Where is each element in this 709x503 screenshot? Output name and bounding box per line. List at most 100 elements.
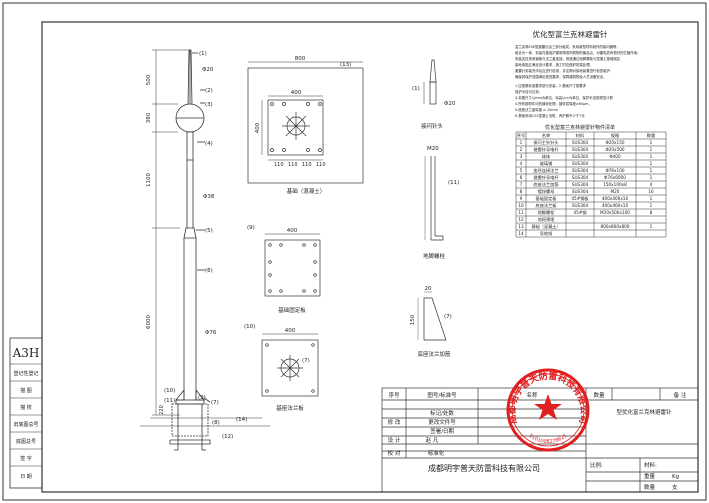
- svg-text:5.底座法兰盘厚度 ≥ 10mm: 5.底座法兰盘厚度 ≥ 10mm: [515, 107, 559, 112]
- fix-num: (9): [247, 225, 255, 231]
- bom-cell: Φ76x100: [605, 168, 624, 173]
- svg-text:安装支柱采用钢管与法兰盘连接，底座通过地脚螺栓与混凝土基础固: 安装支柱采用钢管与法兰盘连接，底座通过地脚螺栓与混凝土基础固定，: [515, 56, 624, 61]
- tb-ratio: 比例:: [590, 461, 603, 469]
- bom-cell: 1: [650, 161, 653, 166]
- cap-foundation: 基础（混凝土）: [287, 187, 326, 195]
- svg-text:保护半径可达到，: 保护半径可达到，: [515, 89, 542, 94]
- tip-phi20: Φ20: [444, 101, 456, 107]
- svg-text:6.基础采用C25混凝土浇筑，养护期不少于7天: 6.基础采用C25混凝土浇筑，养护期不少于7天: [515, 113, 585, 118]
- bom-cell: 地网预埋: [538, 216, 556, 223]
- tb-weight-unit: Kg: [672, 474, 679, 480]
- fp-dim-800: 800: [295, 56, 306, 62]
- bom-cell: Φ20x500: [605, 147, 624, 152]
- tb-drawno: 图号/标准号: [427, 391, 457, 399]
- fp-dim-110-d: 110: [316, 162, 326, 168]
- tb-weight: 重量: [644, 472, 656, 480]
- bom-cell: 底座法兰板: [536, 202, 558, 209]
- bom-cell: 9: [520, 196, 523, 201]
- dim-380: 380: [146, 112, 152, 123]
- bom-cell: SUS304: [572, 182, 589, 187]
- company-seal: 成都明宇普天防雷科技有限公司 5101008278621: [506, 368, 590, 452]
- rib-dim-150: 150: [410, 314, 416, 325]
- bom-cell: 16: [648, 189, 654, 194]
- bom-cell: Φ76x6000: [604, 175, 626, 180]
- inner-frame: [41, 21, 699, 493]
- tb-count-unit: 支: [672, 483, 678, 491]
- num-14: (14): [236, 417, 247, 423]
- bom-cell: 12: [518, 217, 524, 222]
- bom-cell: 1: [650, 168, 653, 173]
- bom-cell: 底座法兰加筋: [533, 181, 558, 188]
- bom-cell: M20x500x100: [600, 210, 630, 215]
- bom-cell: 7: [520, 182, 523, 187]
- bom-cell: SUS304: [572, 203, 589, 208]
- base-fix-plate: [264, 233, 321, 297]
- bom-cell: 5: [520, 168, 523, 173]
- bom-header-cell: 序号: [517, 132, 525, 139]
- bom-header-cell: 名称: [542, 132, 550, 139]
- bom-cell: Φ400: [609, 154, 621, 159]
- bom-cell: 1: [650, 154, 653, 159]
- bom-cell: SUS304: [572, 175, 589, 180]
- side-title-2: 描 校: [20, 404, 32, 411]
- flange-num: (10): [244, 324, 255, 330]
- tb-name: 名称: [526, 391, 538, 399]
- svg-text:确保其保护范围满足规范要求，保障建筑物及人员设备安全。: 确保其保护范围满足规范要求，保障建筑物及人员设备安全。: [515, 74, 607, 79]
- cap-rib: 底座法兰加筋: [417, 350, 451, 358]
- tip-num: (1): [412, 86, 420, 92]
- tb-material: 材料:: [644, 461, 657, 469]
- side-title-1: 描 图: [20, 387, 32, 394]
- bom-cell: 1: [650, 196, 653, 201]
- flange-dim-400: 400: [285, 328, 296, 334]
- bom-cell: 400x400x10: [602, 203, 629, 208]
- bolt-m20: M20: [427, 146, 439, 152]
- bom-cell: 避雷针导电杆: [533, 146, 559, 153]
- cap-bolt: 地脚螺栓: [423, 252, 446, 260]
- side-title-3: 旧底图总号: [13, 421, 38, 428]
- side-title-5: 签 字: [20, 455, 32, 462]
- num-9: (9): [198, 395, 206, 401]
- bolt-num: (11): [448, 180, 459, 186]
- bom-cell: 3: [520, 154, 523, 159]
- cap-flange: 基座法兰板: [276, 404, 304, 412]
- tip-detail: [423, 59, 437, 105]
- bom-cell: M20: [611, 189, 620, 194]
- bom-cell: 150x100x8: [603, 182, 627, 187]
- tb-seq: 序号: [388, 391, 400, 399]
- svg-text:组合为一体，安装在被保护建筑物或构筑物的最高点，对雷电具有很: 组合为一体，安装在被保护建筑物或构筑物的最高点，对雷电具有很好的拦截作用；: [515, 50, 640, 55]
- pole-elevation: [140, 49, 270, 451]
- svg-text:避雷针安装完毕后应进行检测，并定期对接地装置进行检查维护，: 避雷针安装完毕后应进行检测，并定期对接地装置进行检查维护，: [515, 68, 613, 73]
- bom-cell: SUS304: [572, 154, 589, 159]
- rib-num: (7): [444, 314, 452, 320]
- bom-cell: SUS304: [572, 161, 589, 166]
- pole-dimensions: [152, 49, 190, 416]
- bom-cell: SUS304: [572, 168, 589, 173]
- bom-cell: 1: [650, 224, 653, 229]
- num-1: (1): [199, 51, 207, 57]
- bom-cell: 接闪主针针头: [533, 139, 558, 146]
- num-4: (4): [205, 141, 213, 147]
- cap-fixplate: 基础固定板: [278, 306, 306, 314]
- sheet-size-label: A3H: [12, 346, 40, 360]
- phi76-label: Φ76: [205, 330, 217, 336]
- tb-modify: 修 改: [388, 418, 401, 426]
- flange-num-7: (7): [302, 358, 310, 364]
- tb-design: 设 计: [388, 436, 401, 444]
- anchor-bolt: [424, 156, 444, 241]
- bom-cell: 6: [520, 175, 523, 180]
- fix-dim-400: 400: [287, 228, 298, 234]
- tb-signdate: 签署/日期: [430, 427, 454, 435]
- tb-designer: 赵 凡: [426, 436, 439, 444]
- svg-text:4.所有钢构件均热镀锌处理，镀锌层厚度≥65μm，: 4.所有钢构件均热镀锌处理，镀锌层厚度≥65μm，: [515, 101, 592, 106]
- bom-cell: 400x400x10: [602, 196, 629, 201]
- bom-cell: 10: [518, 203, 524, 208]
- fp-dim-400-top: 400: [291, 90, 302, 96]
- phi38-label: Φ38: [203, 194, 215, 200]
- dim-1100: 1100: [146, 173, 152, 187]
- cap-tip: 接闪针头: [421, 122, 444, 130]
- side-register: A3H 登记性登记 描 图 描 校 旧底图总号 底图总号 签 字 日 期: [9, 337, 43, 489]
- side-title-0: 登记性登记: [13, 370, 38, 377]
